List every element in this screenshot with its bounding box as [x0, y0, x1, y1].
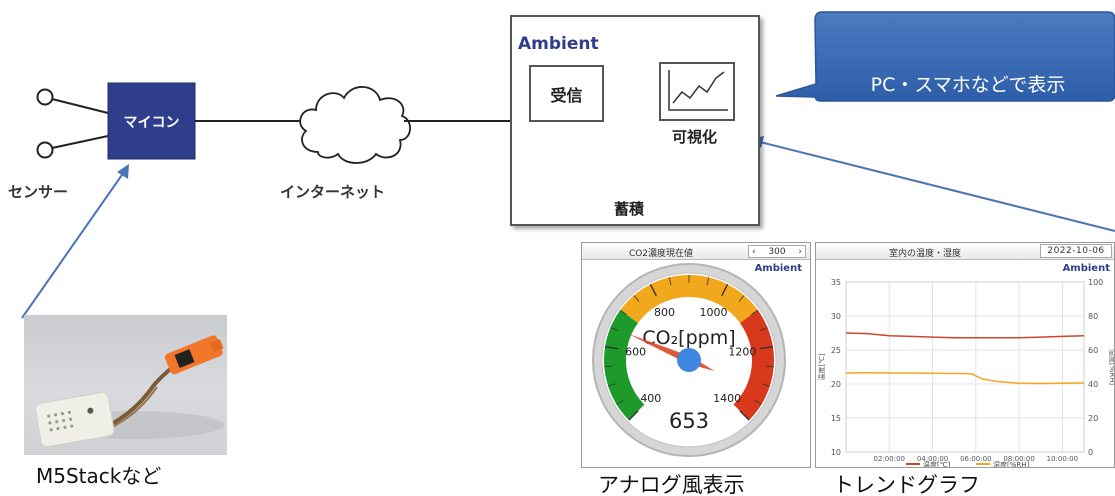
receive-box: 受信	[529, 65, 604, 122]
legend-label-0: 温度[℃]	[923, 460, 951, 467]
gauge-tick	[649, 283, 657, 297]
trend-chart: 10 15 20 25 30 35 0 20 40 60 80 100 02:00:00 04:00:00…	[817, 278, 1114, 467]
gauge-tick	[738, 295, 745, 302]
trend-panel-header: 室内の温度・湿度 2022-10-06	[816, 243, 1114, 260]
receive-label: 受信	[550, 85, 583, 105]
x-tick: 08:00:00	[1003, 455, 1034, 463]
gauge-band-1	[620, 275, 758, 324]
gauge-tick-label: 600	[625, 346, 646, 359]
callout-text: PC・スマホなどで表示	[870, 74, 1066, 96]
y-right-tick: 40	[1088, 380, 1098, 389]
gauge-hub	[677, 348, 701, 372]
microcontroller-box	[107, 82, 196, 160]
x-tick: 02:00:00	[874, 455, 905, 463]
y-right-axis-label: 湿度[%RH]	[1108, 349, 1114, 386]
gauge-tick-label: 400	[640, 392, 661, 405]
series-line-0	[845, 332, 1085, 339]
y-right-tick: 100	[1088, 278, 1103, 287]
gauge-panel: CO2濃度現在値 ‹ 300 › Ambient 400 600 800 1000 12…	[581, 242, 811, 468]
gauge-tick	[604, 365, 613, 368]
x-tick: 06:00:00	[960, 455, 991, 463]
range-spinner[interactable]: ‹ 300 ›	[748, 245, 806, 258]
trend-panel: 室内の温度・湿度 2022-10-06 Ambient 10 15 20 25 30 35…	[815, 242, 1115, 468]
visualize-box	[659, 62, 735, 121]
device-label: M5Stackなど	[36, 464, 162, 488]
visualize-label: 可視化	[672, 128, 718, 146]
trend-brand: Ambient	[1062, 263, 1110, 274]
gauge-brand: Ambient	[754, 263, 802, 274]
y-right-tick: 0	[1088, 448, 1093, 457]
y-right-tick: 80	[1088, 312, 1098, 321]
gauge-tick	[760, 346, 774, 350]
gauge-caption: アナログ風表示	[598, 473, 745, 496]
gauge-tick	[616, 399, 624, 405]
spinner-value[interactable]: 300	[768, 246, 786, 257]
gauge-tick-label: 1200	[728, 346, 756, 359]
gauge-tick	[762, 383, 770, 387]
arrow-charts-to-visualize	[749, 136, 1115, 232]
sensor-symbol	[36, 88, 109, 159]
gauge-value: 653	[669, 409, 709, 433]
storage-label: 蓄積	[614, 200, 645, 218]
gauge-tick	[668, 277, 672, 286]
series-line-1	[845, 372, 1085, 385]
gauge-tick	[765, 365, 774, 368]
gauge-tick	[608, 383, 616, 387]
gauge-tick	[604, 346, 618, 350]
y-left-tick: 25	[831, 346, 841, 355]
gauge-tick	[721, 283, 729, 297]
gauge-tick	[619, 309, 627, 316]
gauge-tick	[751, 309, 759, 316]
gauge-tick	[759, 327, 768, 331]
device-photo	[24, 315, 227, 455]
gauge-band-0	[604, 310, 645, 421]
x-tick: 10:00:00	[1047, 455, 1078, 463]
y-left-tick: 35	[831, 278, 841, 287]
chart-icon-overlay	[668, 70, 728, 111]
gauge-tick-label: 800	[654, 306, 675, 319]
spinner-prev-icon[interactable]: ‹	[752, 246, 756, 257]
sensor-label: センサー	[8, 183, 69, 201]
x-tick: 04:00:00	[917, 455, 948, 463]
trend-caption: トレンドグラフ	[833, 473, 980, 496]
m5stack-device-image	[34, 335, 224, 448]
gauge-tick-label: 1000	[700, 306, 728, 319]
y-right-tick: 60	[1088, 346, 1098, 355]
cloud-icon	[299, 86, 411, 164]
gauge-tick	[739, 410, 750, 421]
y-right-tick: 20	[1088, 414, 1098, 423]
gauge-tick	[706, 277, 710, 286]
y-left-tick: 10	[831, 448, 841, 457]
y-left-tick: 15	[831, 414, 841, 423]
internet-label: インターネット	[280, 183, 386, 201]
gauge-tick	[610, 327, 619, 331]
gauge-tick-label: 1400	[713, 392, 741, 405]
gauge-unit-label: CO₂[ppm]	[642, 327, 735, 349]
y-left-tick: 30	[831, 312, 841, 321]
y-left-axis-label: 温度[℃]	[817, 353, 826, 381]
gauge-panel-title: CO2濃度現在値	[628, 249, 694, 259]
date-picker[interactable]: 2022-10-06	[1040, 244, 1112, 258]
ambient-title: Ambient	[518, 34, 599, 54]
gauge-tick	[754, 399, 762, 405]
trend-panel-title: 室内の温度・湿度	[888, 249, 961, 259]
gauge-band-2	[733, 310, 774, 421]
spinner-next-icon[interactable]: ›	[798, 246, 802, 257]
gauge-chart: 400 600 800 1000 1200 1400 CO₂[ppm] 653	[592, 263, 786, 457]
y-left-tick: 20	[831, 380, 841, 389]
gauge-panel-header: CO2濃度現在値 ‹ 300 ›	[582, 243, 810, 260]
plot-area	[845, 281, 1085, 453]
legend-label-1: 湿度[%RH]	[993, 460, 1030, 467]
display-callout	[775, 11, 1115, 102]
gauge-tick	[633, 295, 640, 302]
gauge-tick	[628, 410, 639, 421]
microcontroller-label: マイコン	[123, 115, 180, 131]
arrow-photo-to-mcu	[21, 164, 129, 319]
